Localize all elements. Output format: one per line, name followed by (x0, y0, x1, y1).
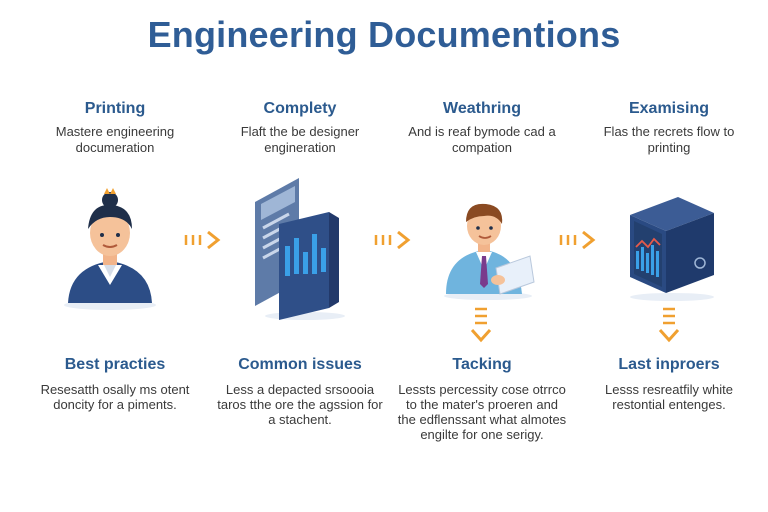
step-desc: Flas the recrets flow to printing (603, 124, 735, 155)
note-best-practies: Best practies Resesatth osally ms otent … (30, 356, 200, 412)
note-title: Last inproers (618, 356, 720, 373)
document-chart-icon (255, 178, 345, 320)
step-desc: Mastere engineering documeration (55, 124, 175, 155)
right-arrow-icon (559, 230, 596, 250)
page-title: Engineering Documentions (147, 14, 621, 55)
step-desc: Flaft the be designer engineration (240, 124, 360, 155)
step-title: Complety (263, 100, 337, 117)
down-arrow-icon (658, 307, 680, 343)
step-complety: Complety Flaft the be designer enginerat… (215, 100, 385, 156)
right-arrow-icon (374, 230, 411, 250)
right-arrow-icon (184, 230, 221, 250)
note-desc: Lessts percessity cose otrrco to the mat… (397, 382, 567, 442)
step-printing: Printing Mastere engineering documeratio… (30, 100, 200, 156)
note-title: Best practies (64, 356, 166, 373)
step-weathring: Weathring And is reaf bymode cad a compa… (397, 100, 567, 156)
step-desc: And is reaf bymode cad a compation (408, 124, 556, 155)
server-chart-icon (630, 197, 714, 301)
note-desc: Less a depacted srsoooia taros tthe ore … (217, 382, 383, 427)
note-tacking: Tacking Lessts percessity cose otrrco to… (397, 356, 567, 442)
step-title: Examising (628, 100, 710, 117)
step-examising: Examising Flas the recrets flow to print… (584, 100, 754, 156)
down-arrow-icon (470, 307, 492, 343)
note-common-issues: Common issues Less a depacted srsoooia t… (215, 356, 385, 427)
step-title: Printing (84, 100, 146, 117)
note-desc: Resesatth osally ms otent doncity for a … (40, 382, 190, 412)
note-title: Common issues (238, 356, 362, 373)
note-title: Tacking (452, 356, 512, 373)
engineer-with-paper-icon (444, 203, 535, 300)
step-title: Weathring (443, 100, 521, 117)
engineer-avatar-icon (64, 188, 156, 310)
note-last-inproers: Last inproers Lesss resreatfily white re… (584, 356, 754, 412)
note-desc: Lesss resreatfily white restontial enten… (605, 382, 733, 412)
